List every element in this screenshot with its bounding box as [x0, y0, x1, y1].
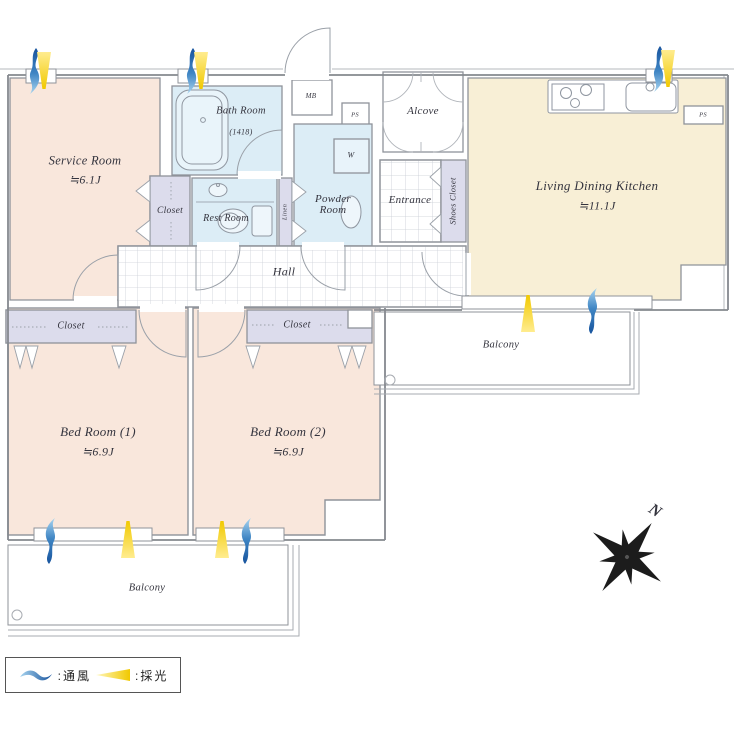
bath-door — [236, 129, 283, 176]
bedroom1-size: ≒6.9J — [82, 444, 114, 459]
balcony-upper-label: Balcony — [482, 339, 520, 351]
entrance-label: Entrance — [388, 194, 432, 207]
balcony-upper — [373, 311, 631, 386]
fixtures — [175, 79, 679, 237]
window-bedroom2 — [195, 527, 285, 542]
rest-room-label: Rest Room — [203, 212, 249, 224]
toilet-tank — [251, 205, 273, 237]
ventilation-icon — [19, 670, 52, 681]
balcony-railings — [8, 312, 640, 637]
daylight-icon — [96, 669, 130, 681]
bedroom1-label: Bed Room (1) — [60, 423, 136, 439]
mb-label: MB — [305, 92, 317, 101]
hall-label: Hall — [272, 264, 296, 279]
rest-sink — [208, 183, 228, 197]
shoes-closet — [440, 159, 467, 243]
closet-bedroom2-label: Closet — [283, 319, 311, 331]
window-ldk-bottom — [461, 295, 653, 310]
stove — [551, 83, 605, 111]
ps-label-2: PS — [699, 111, 707, 119]
service-room-size: ≒6.1J — [69, 172, 101, 187]
daylight-label: :採光 — [135, 668, 169, 683]
bedroom2-label: Bed Room (2) — [250, 423, 326, 439]
powder-room-door — [300, 245, 346, 291]
closet-triangles — [13, 165, 442, 370]
closet-service — [149, 175, 191, 247]
rest-room-door — [195, 245, 241, 291]
kitchen-sink — [625, 82, 677, 112]
compass-rose — [593, 523, 661, 591]
bedroom2 — [192, 307, 381, 536]
bathtub — [175, 89, 229, 171]
toilet-bowl — [217, 208, 249, 234]
balcony-lower — [7, 544, 289, 626]
service-room-door — [72, 254, 119, 301]
legend: :通風 :採光 — [5, 657, 181, 693]
balcony-drain-lower — [11, 609, 23, 621]
bedroom1-door — [138, 309, 187, 358]
front-door — [284, 27, 331, 74]
ps-label-1: PS — [351, 111, 359, 119]
closet-bedroom1-label: Closet — [57, 320, 85, 332]
closet-service-label: Closet — [156, 205, 184, 216]
ldk-size: ≒11.1J — [578, 198, 616, 213]
door-gaps — [74, 71, 471, 312]
window-bedroom1 — [33, 527, 153, 542]
balcony-lower-label: Balcony — [128, 582, 166, 594]
shoes-closet-label: Shoes Closet — [447, 177, 458, 225]
bath-room-detail: (1418) — [229, 127, 253, 137]
alcove-label: Alcove — [407, 105, 439, 118]
door-arcs — [72, 27, 467, 358]
washer-box — [333, 138, 370, 174]
alcove-arcs — [382, 71, 464, 153]
powder-basin — [340, 195, 362, 229]
ldk-label: Living Dining Kitchen — [535, 177, 659, 193]
washer-label: W — [347, 150, 355, 160]
powder-room-label: Powder Room — [314, 192, 352, 216]
alcove — [382, 71, 464, 153]
windows — [25, 68, 673, 542]
bedroom2-size: ≒6.9J — [272, 444, 304, 459]
service-room-label: Service Room — [48, 153, 122, 168]
ventilation-label: :通風 — [57, 668, 91, 683]
linen-label: Linen — [281, 203, 289, 221]
balcony-drain-upper — [384, 374, 396, 386]
bath-room-label: Bath Room — [216, 105, 266, 117]
bedroom2-door — [197, 309, 246, 358]
ps-box-2 — [683, 105, 724, 125]
